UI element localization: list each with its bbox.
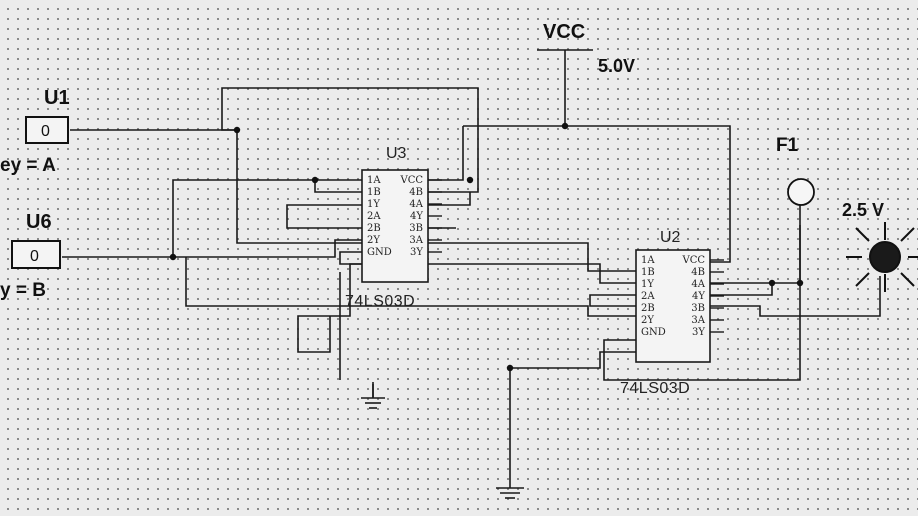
pin-label: GND xyxy=(641,327,666,338)
pin-label: 3Y xyxy=(692,327,705,338)
pin-label: 4Y xyxy=(692,291,705,302)
pin-label: 4A xyxy=(409,199,423,210)
pin-label: 4B xyxy=(691,267,705,278)
pin-label: 4B xyxy=(409,187,423,198)
junction-dot xyxy=(169,253,177,261)
wire-u2-1y-2a xyxy=(589,294,636,307)
wire-u3-2y xyxy=(339,251,636,284)
vcc-value: 5.0V xyxy=(598,56,635,76)
pin-label: 4Y xyxy=(410,211,423,222)
wire-u2-gnd xyxy=(510,351,636,369)
pin-label: 2B xyxy=(641,303,655,314)
wire-u2-4y xyxy=(710,276,881,317)
wire-vcc-u3 xyxy=(428,126,464,181)
pin-label: 1Y xyxy=(367,199,380,210)
junction-dot xyxy=(506,364,514,372)
u1-box[interactable] xyxy=(25,116,69,144)
wire-u2-2y xyxy=(603,225,801,381)
ground-u3 xyxy=(361,382,385,409)
ground-main xyxy=(496,487,524,499)
probe-value: 2.5 V xyxy=(842,200,884,220)
probe-f1[interactable]: F1 xyxy=(776,135,815,206)
wire-left-loop xyxy=(172,179,362,257)
junctions xyxy=(169,122,804,372)
pin-label: 3A xyxy=(691,315,705,326)
pin-label: 3B xyxy=(691,303,705,314)
junction-dot xyxy=(466,176,474,184)
u6-box[interactable] xyxy=(11,240,61,269)
pin-label: 1Y xyxy=(641,279,654,290)
wire-u3-bottom-loop xyxy=(297,263,362,353)
junction-dot xyxy=(311,176,319,184)
u2-name: U2 xyxy=(660,229,681,246)
wire-u3-4a xyxy=(428,192,471,206)
junction-dot xyxy=(796,279,804,287)
wire-u1-down xyxy=(236,130,636,272)
vcc-label: VCC xyxy=(543,21,585,43)
pin-label: 3Y xyxy=(410,247,423,258)
pin-label: 2Y xyxy=(367,235,380,246)
lamp-icon xyxy=(846,222,918,292)
u3-type: 74LS03D xyxy=(345,293,415,310)
pin-label: 2A xyxy=(367,211,381,222)
u2-body[interactable] xyxy=(635,249,711,363)
wire-vcc-rail xyxy=(463,125,731,263)
pin-label: 3B xyxy=(409,223,423,234)
u1-name: U1 xyxy=(44,87,70,109)
pin-label: 1B xyxy=(367,187,381,198)
switch-u6[interactable]: U6 0 y = B xyxy=(0,211,61,301)
u3-body[interactable] xyxy=(361,169,429,283)
pin-label: 2B xyxy=(367,223,381,234)
pin-label: 2Y xyxy=(641,315,654,326)
pin-label: 1A xyxy=(367,175,381,186)
vcc-source[interactable]: VCC 5.0V xyxy=(543,21,635,76)
u6-value: 0 xyxy=(30,248,39,265)
switch-u1[interactable]: U1 0 ey = A xyxy=(0,87,70,176)
wire-u6-out xyxy=(62,239,362,258)
wires xyxy=(62,49,881,488)
junction-dot xyxy=(768,279,776,287)
pin-label: VCC xyxy=(681,255,705,266)
wire-u2-4a xyxy=(710,283,773,296)
u1-value: 0 xyxy=(41,123,50,140)
pin-label: 1A xyxy=(641,255,655,266)
junction-dot xyxy=(233,126,241,134)
pin-label: 4A xyxy=(691,279,705,290)
pin-label: VCC xyxy=(399,175,423,186)
lamp-probe[interactable]: 2.5 V xyxy=(842,200,918,292)
junction-dot xyxy=(561,122,569,130)
pin-label: 3A xyxy=(409,235,423,246)
wire-left-bottom xyxy=(185,257,636,317)
u6-key: y = B xyxy=(0,280,46,301)
wire-u3-1y-2a xyxy=(286,204,362,229)
u6-name: U6 xyxy=(26,211,52,233)
u3-name: U3 xyxy=(386,145,407,162)
pin-label: 2A xyxy=(641,291,655,302)
u2-type: 74LS03D xyxy=(620,380,690,397)
wire-top-loop xyxy=(221,87,479,193)
pin-label: 1B xyxy=(641,267,655,278)
f1-probe-icon[interactable] xyxy=(787,178,815,206)
pin-label: GND xyxy=(367,247,392,258)
u1-key: ey = A xyxy=(0,155,56,176)
f1-name: F1 xyxy=(776,135,799,156)
